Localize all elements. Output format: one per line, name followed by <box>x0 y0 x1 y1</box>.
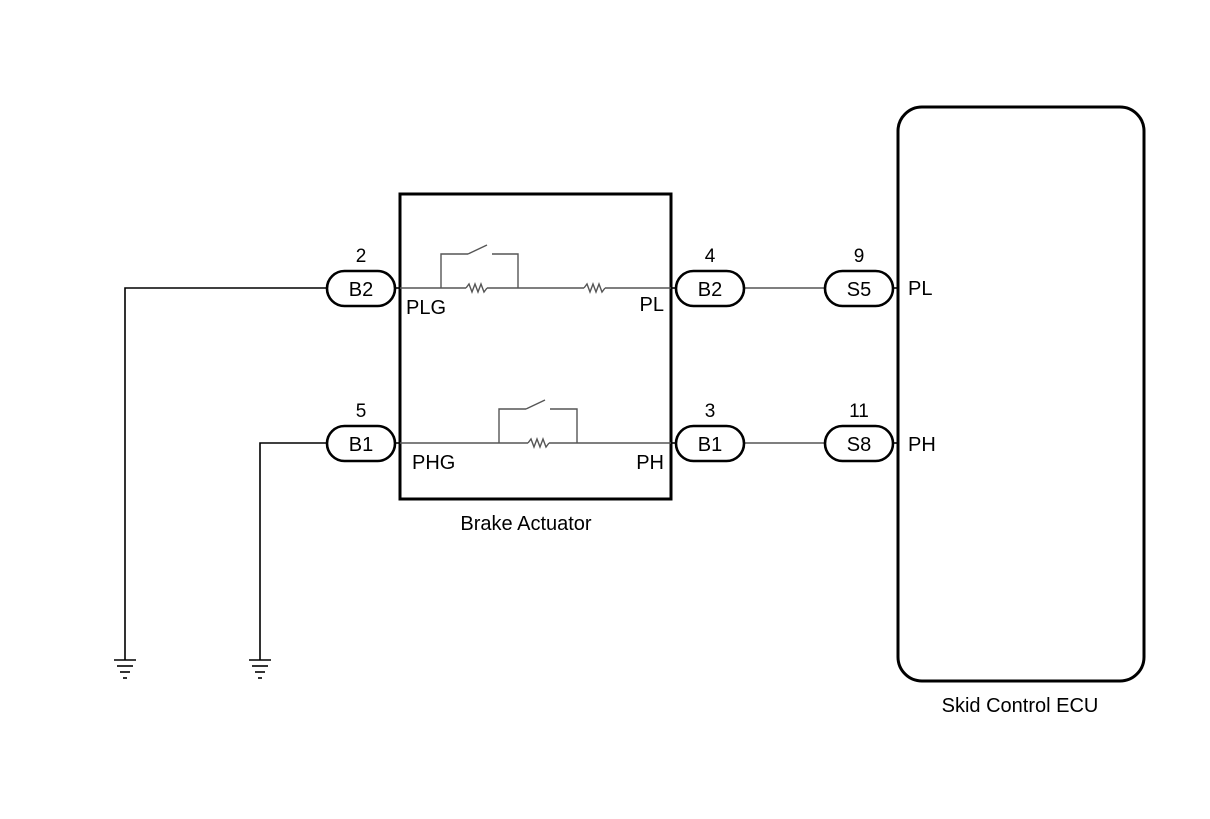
connector-b2-left-pin: 2 <box>356 246 367 267</box>
connector-b2-left: B2 2 <box>325 246 397 308</box>
terminal-plg: PLG <box>406 297 446 319</box>
terminal-pl-actuator: PL <box>640 294 664 316</box>
ground-wire-phg <box>259 442 330 660</box>
ground-wire-plg <box>124 287 330 660</box>
internal-circuit-pl <box>400 244 671 294</box>
terminal-ph-actuator: PH <box>636 452 664 474</box>
connector-s8: S8 11 <box>823 401 895 463</box>
connector-b1-left-pin: 5 <box>356 401 367 422</box>
connector-s5: S5 9 <box>823 246 895 308</box>
terminal-ph-ecu: PH <box>908 434 936 456</box>
ground-symbol-2 <box>249 659 271 679</box>
connector-b2-right-pin: 4 <box>705 246 716 267</box>
terminal-pl-ecu: PL <box>908 278 932 300</box>
brake-actuator-box <box>398 192 673 501</box>
connector-s8-pin: 11 <box>849 401 869 422</box>
connector-b2-right: B2 4 <box>674 246 746 308</box>
connector-s5-pin: 9 <box>854 246 865 267</box>
connector-b1-right: B1 3 <box>674 401 746 463</box>
connector-b2-left-name: B2 <box>349 279 373 301</box>
connector-b1-left: B1 5 <box>325 401 397 463</box>
connector-b1-right-pin: 3 <box>705 401 716 422</box>
skid-control-ecu-box <box>896 105 1146 683</box>
skid-control-ecu-label: Skid Control ECU <box>942 695 1099 717</box>
ground-symbol-1 <box>114 659 136 679</box>
brake-actuator-label: Brake Actuator <box>460 513 592 535</box>
connector-b1-right-name: B1 <box>698 434 722 456</box>
connector-s8-name: S8 <box>847 434 871 456</box>
connector-s5-name: S5 <box>847 279 871 301</box>
connector-b2-right-name: B2 <box>698 279 722 301</box>
terminal-phg: PHG <box>412 452 455 474</box>
connector-b1-left-name: B1 <box>349 434 373 456</box>
internal-circuit-ph <box>400 399 671 449</box>
